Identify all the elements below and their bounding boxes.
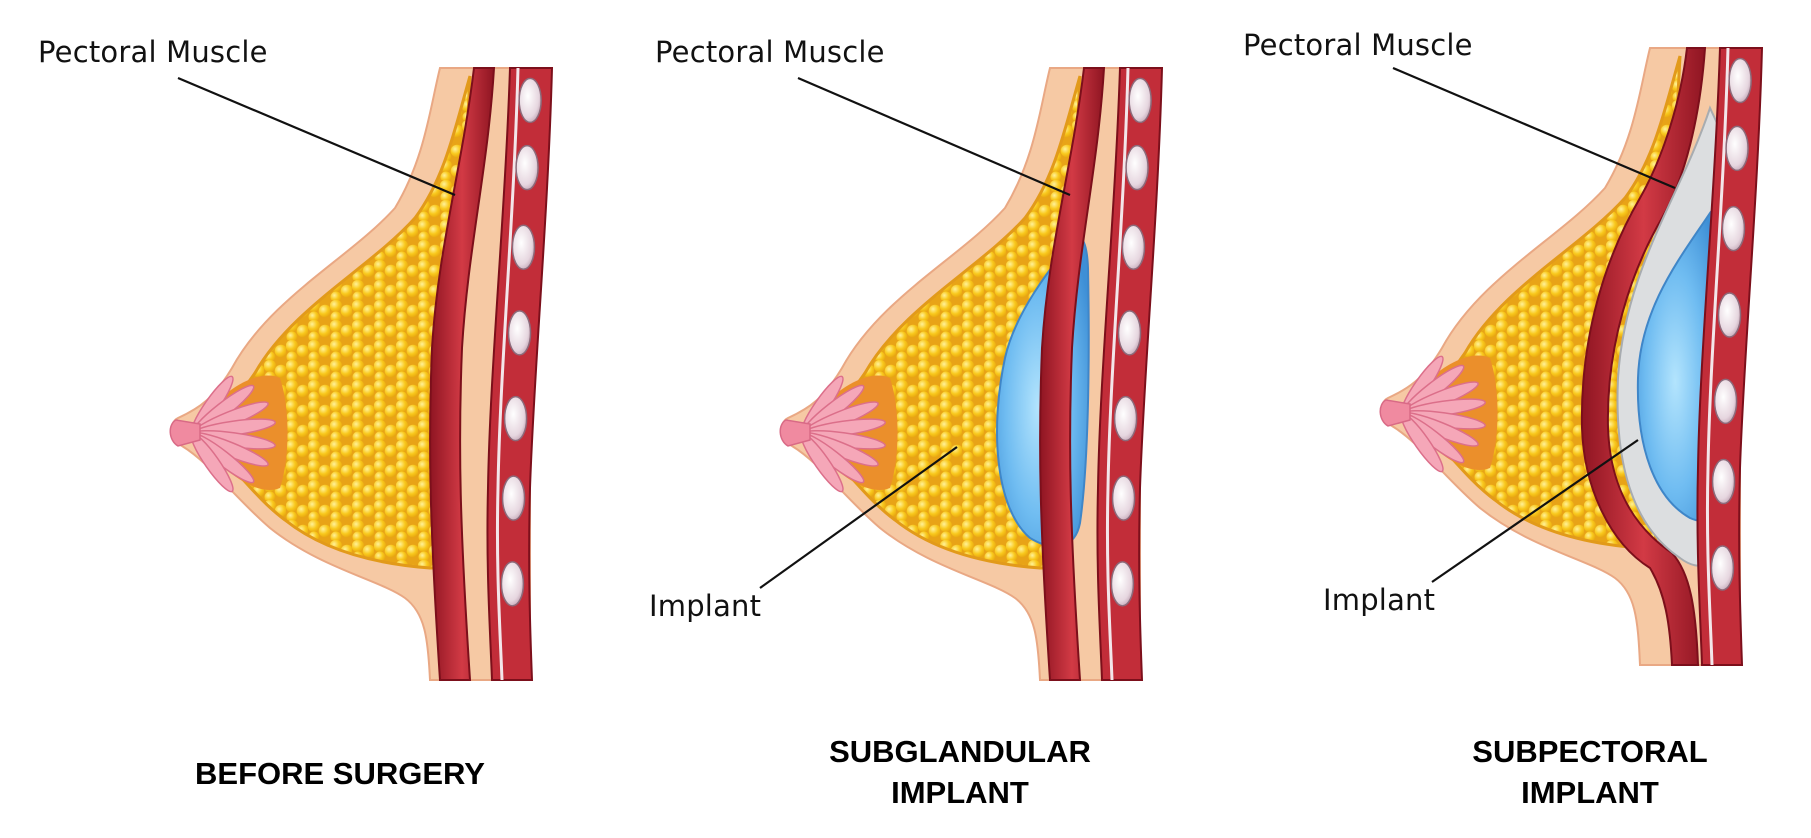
rib [511,224,536,270]
caption-line: IMPLANT [1521,775,1659,810]
rib [1728,57,1752,104]
nipple [1379,399,1411,427]
chest-wall [1696,47,1764,666]
pectoral-muscle [429,67,496,681]
fascia-line [495,67,520,681]
implant-label-3: Implant [1323,583,1436,617]
rib [1128,77,1152,124]
rib [1710,545,1735,591]
intercostal-muscle [486,67,554,681]
breast-cross-section-3 [1379,47,1764,666]
pectoral-muscle-label-3: Pectoral Muscle [1243,28,1473,62]
rib [507,310,532,356]
leader-lines [177,76,456,197]
rib [501,475,526,521]
pectoral-leader-line [1392,66,1676,190]
rib [1713,378,1738,425]
rib [1121,224,1146,270]
caption-line: BEFORE SURGERY [195,756,485,791]
mammary-glands [800,375,898,493]
caption-before-surgery: BEFORE SURGERY [190,753,490,794]
rib [1117,310,1142,356]
rib [500,561,525,607]
intercostal-muscle [1696,47,1764,666]
fascia-line [1105,67,1130,681]
pectoral-muscle-label-2: Pectoral Muscle [655,35,885,69]
chest-wall [1096,67,1164,681]
rib [1110,561,1135,607]
rib [1711,458,1736,505]
rib [1125,144,1149,191]
pectoral-muscle-label-1: Pectoral Muscle [38,35,268,69]
implant-leader-line [1431,439,1639,583]
implant-leader-line [759,446,958,589]
intercostal-muscle [1096,67,1164,681]
implant-label-2: Implant [649,589,762,623]
breast-cross-section-1 [169,67,554,681]
leader-lines [759,76,1071,589]
rib [1113,395,1138,442]
rib [503,395,528,442]
breast-cross-section-2 [759,67,1164,681]
caption-line: SUBPECTORAL [1472,734,1708,769]
rib [1111,475,1136,521]
rib [518,77,542,124]
rib [515,144,539,191]
pectoral-leader-line [797,76,1071,197]
pectoral-muscle [1039,67,1106,681]
nipple [169,419,201,447]
pectoral-leader-line [177,76,456,197]
rib [1725,125,1749,172]
rib [1721,205,1746,252]
chest-wall [486,67,554,681]
nipple [779,419,811,447]
caption-line: IMPLANT [891,775,1029,810]
caption-subpectoral-implant: SUBPECTORAL IMPLANT [1440,731,1740,813]
mammary-glands [1400,355,1498,473]
fascia-line [1705,47,1730,666]
pectoral-muscle [1580,47,1707,666]
leader-lines [1392,66,1676,583]
mammary-glands [190,375,288,493]
caption-line: SUBGLANDULAR [829,734,1091,769]
caption-subglandular-implant: SUBGLANDULAR IMPLANT [800,731,1120,813]
rib [1717,292,1742,338]
